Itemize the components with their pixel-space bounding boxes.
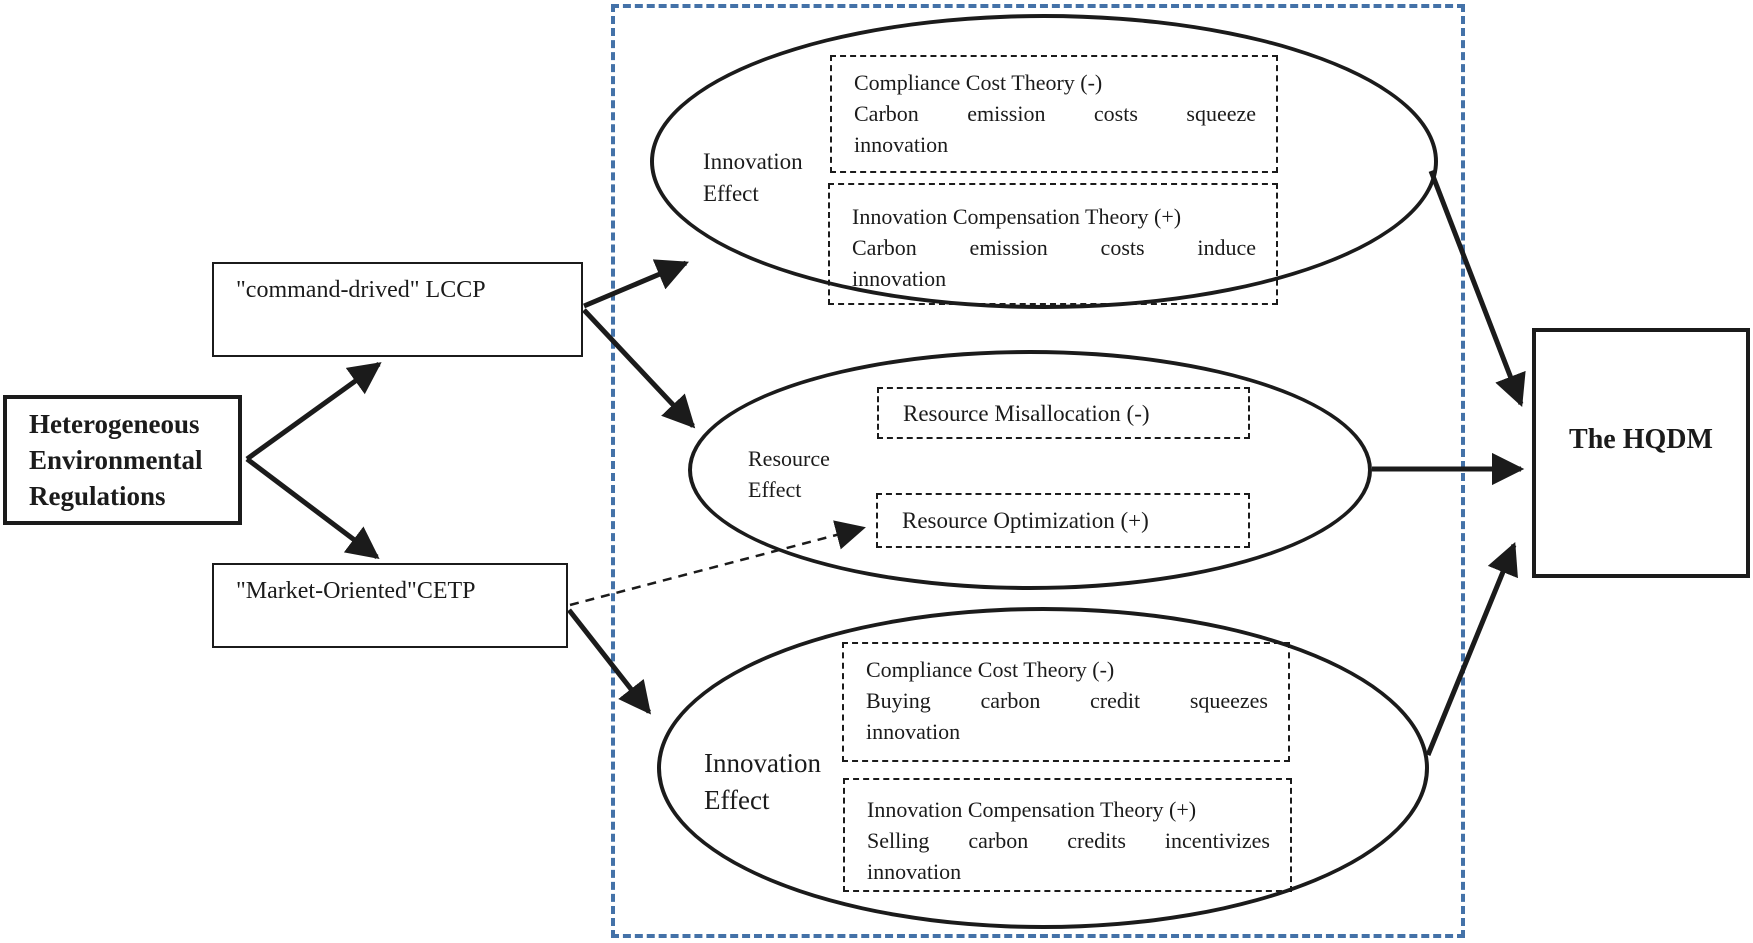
node-label: "Market-Oriented"CETP xyxy=(236,578,476,604)
ellipse-innovation-effect-top xyxy=(650,14,1438,309)
node-market-oriented-cetp: "Market-Oriented"CETP xyxy=(212,563,568,648)
node-command-driven-lccp: "command-drived" LCCP xyxy=(212,262,583,357)
label-innovation-effect-top: Innovation Effect xyxy=(703,146,803,210)
ellipse-innovation-effect-bottom xyxy=(657,607,1429,929)
node-label-line: Heterogeneous xyxy=(29,409,200,439)
box-innovation-compensation-theory-lccp: Innovation Compensation Theory (+) Carbo… xyxy=(828,183,1278,305)
arrow-regulations-to-cetp xyxy=(245,457,380,559)
theory-title: Compliance Cost Theory (-) xyxy=(854,70,1103,95)
theory-body: Buying carbon credit squeezes xyxy=(866,688,1268,713)
theory-body-tail: innovation xyxy=(854,132,949,157)
label-line: Effect xyxy=(703,181,759,206)
node-label: "command-drived" LCCP xyxy=(236,277,486,303)
node-label: The HQDM xyxy=(1569,424,1713,455)
box-innovation-compensation-theory-cetp: Innovation Compensation Theory (+) Selli… xyxy=(843,778,1292,892)
theory-body-tail: innovation xyxy=(866,719,961,744)
node-the-hqdm: The HQDM xyxy=(1532,328,1750,578)
arrow-regulations-to-lccp xyxy=(245,361,382,462)
theory-body: Carbon emission costs induce xyxy=(852,235,1256,260)
box-compliance-cost-theory-lccp: Compliance Cost Theory (-) Carbon emissi… xyxy=(830,55,1278,173)
node-label-line: Regulations xyxy=(29,481,166,511)
node-label-line: Environmental xyxy=(29,445,203,475)
label-line: Innovation xyxy=(704,748,821,778)
theory-body: Selling carbon credits incentivizes xyxy=(867,828,1270,853)
ellipse-resource-effect xyxy=(688,350,1372,590)
theory-title: Resource Optimization (+) xyxy=(902,508,1149,533)
theory-body-tail: innovation xyxy=(867,859,962,884)
label-line: Innovation xyxy=(703,149,803,174)
label-innovation-effect-bottom: Innovation Effect xyxy=(704,745,821,819)
label-line: Effect xyxy=(748,477,802,502)
label-line: Resource xyxy=(748,446,830,471)
theory-body-tail: innovation xyxy=(852,266,947,291)
theory-title: Innovation Compensation Theory (+) xyxy=(852,204,1182,229)
box-resource-misallocation: Resource Misallocation (-) xyxy=(877,387,1250,439)
label-resource-effect: Resource Effect xyxy=(748,443,830,505)
box-resource-optimization: Resource Optimization (+) xyxy=(876,493,1250,548)
label-line: Effect xyxy=(704,785,770,815)
theory-title: Resource Misallocation (-) xyxy=(903,400,1150,426)
theory-title: Compliance Cost Theory (-) xyxy=(866,657,1115,682)
node-heterogeneous-environmental-regulations: Heterogeneous Environmental Regulations xyxy=(3,395,242,525)
theory-title: Innovation Compensation Theory (+) xyxy=(867,797,1197,822)
box-compliance-cost-theory-cetp: Compliance Cost Theory (-) Buying carbon… xyxy=(842,642,1290,762)
theory-body: Carbon emission costs squeeze xyxy=(854,101,1256,126)
